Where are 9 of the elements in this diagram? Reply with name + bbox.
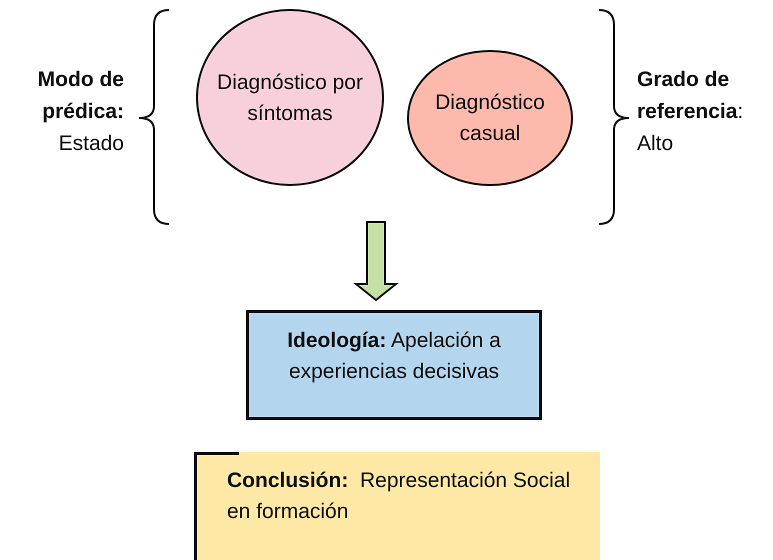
side-label: Modo de prédica: Estado <box>36 67 124 157</box>
process-box <box>246 310 542 420</box>
node-text: Diagnóstico por síntomas <box>216 70 364 126</box>
node-text: Ideología: Apelación a experiencias decisivas <box>286 328 502 385</box>
node-text: Conclusión: Representación Social en formación <box>227 468 572 525</box>
node-text: Diagnóstico casual <box>434 90 546 147</box>
side-label: Grado de referencia: Alto <box>637 67 744 157</box>
block-arrow <box>353 221 399 302</box>
annotation-box <box>194 452 600 560</box>
